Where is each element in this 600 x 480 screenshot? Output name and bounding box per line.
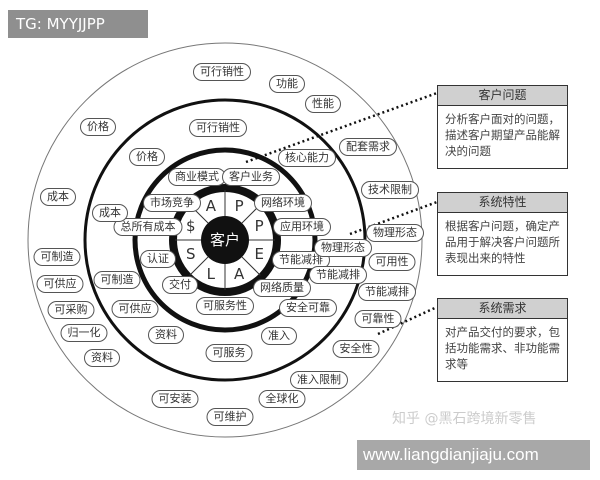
- center-label: 客户: [210, 231, 240, 249]
- outer-ring-label: 技术限制: [361, 181, 419, 199]
- outer-ring-label: 安全性: [332, 340, 380, 358]
- middle-ring-label: 价格: [129, 148, 165, 166]
- middle-ring-label: 可制造: [93, 271, 141, 289]
- wheel-letter: L: [207, 265, 216, 283]
- wheel-letter: P: [255, 217, 264, 235]
- outer-ring-label: 功能: [269, 75, 305, 93]
- middle-ring-label: 可行销性: [189, 119, 247, 137]
- outer-ring-label: 可制造: [33, 248, 81, 266]
- middle-ring-label: 可供应: [111, 300, 159, 318]
- middle-ring-label: 节能减排: [309, 266, 367, 284]
- box-text: 根据客户问题，确定产品用于解决客户问题所表现出来的特性: [445, 219, 560, 265]
- outer-ring-label: 资料: [84, 349, 120, 367]
- wheel-letter: $: [186, 217, 196, 235]
- inner-ring-label: 总所有成本: [113, 218, 183, 236]
- inner-ring-label: 应用环境: [273, 218, 331, 236]
- box-text: 分析客户面对的问题，描述客户期望产品能解决的问题: [445, 112, 560, 158]
- box-text: 对产品交付的要求，包括功能需求、非功能需求等: [445, 325, 560, 371]
- box-customer-problem: 客户问题 分析客户面对的问题，描述客户期望产品能解决的问题: [437, 85, 568, 169]
- connector-3: [377, 305, 438, 336]
- outer-ring-label: 归一化: [60, 324, 108, 342]
- middle-ring-label: 成本: [92, 204, 128, 222]
- middle-ring-label: 核心能力: [278, 149, 336, 167]
- inner-ring-label: 客户业务: [222, 168, 280, 186]
- box-title: 系统需求: [438, 299, 567, 319]
- outer-ring-label: 可行销性: [193, 63, 251, 81]
- wheel-letter: A: [234, 265, 245, 283]
- outer-ring-label: 物理形态: [366, 224, 424, 242]
- outer-ring-label: 可靠性: [354, 310, 402, 328]
- middle-ring-label: 可服务: [205, 344, 253, 362]
- wheel-spoke: [189, 256, 209, 276]
- inner-ring-label: 市场竞争: [143, 194, 201, 212]
- outer-ring-label: 成本: [40, 188, 76, 206]
- site-url: www.liangdianjiaju.com: [357, 440, 590, 470]
- inner-ring-label: 商业模式: [168, 168, 226, 186]
- middle-ring-label: 准入: [261, 327, 297, 345]
- outer-ring-label: 准入限制: [290, 371, 348, 389]
- box-title: 客户问题: [438, 86, 567, 106]
- inner-ring-label: 节能减排: [272, 251, 330, 269]
- box-system-requirements: 系统需求 对产品交付的要求，包括功能需求、非功能需求等: [437, 298, 568, 382]
- badge: TG: MYYJJPP: [8, 10, 148, 38]
- middle-ring-label: 安全可靠: [279, 299, 337, 317]
- inner-ring-label: 可服务性: [196, 297, 254, 315]
- wheel-spoke: [241, 256, 261, 276]
- middle-ring-label: 物理形态: [314, 239, 372, 257]
- box-system-features: 系统特性 根据客户问题，确定产品用于解决客户问题所表现出来的特性: [437, 192, 568, 276]
- connector-1: [245, 91, 438, 164]
- inner-ring: [132, 147, 318, 333]
- wheel-letter: P: [235, 197, 244, 215]
- outer-ring-label: 可供应: [36, 275, 84, 293]
- outer-ring-label: 价格: [80, 118, 116, 136]
- wheel-letter: S: [186, 245, 196, 263]
- middle-ring-label: 资料: [148, 326, 184, 344]
- wheel-letter: E: [254, 245, 263, 263]
- connector-2: [349, 200, 438, 236]
- watermark: 知乎 @黑石跨境新零售: [392, 411, 537, 427]
- outer-ring-label: 可用性: [368, 253, 416, 271]
- outer-ring-label: 节能减排: [358, 283, 416, 301]
- outer-ring-label: 配套需求: [339, 138, 397, 156]
- outer-ring-label: 可采购: [47, 301, 95, 319]
- inner-ring-label: 认证: [140, 250, 176, 268]
- outer-ring-label: 可维护: [206, 408, 254, 426]
- outer-ring-label: 全球化: [258, 390, 306, 408]
- box-title: 系统特性: [438, 193, 567, 213]
- inner-ring-label: 网络环境: [254, 194, 312, 212]
- wheel-letter: A: [206, 197, 217, 215]
- inner-ring-label: 交付: [162, 276, 198, 294]
- inner-ring-label: 网络质量: [253, 279, 311, 297]
- outer-ring-label: 性能: [305, 95, 341, 113]
- outer-ring: [27, 42, 423, 438]
- outer-ring-label: 可安装: [151, 390, 199, 408]
- center-hub: [201, 216, 249, 264]
